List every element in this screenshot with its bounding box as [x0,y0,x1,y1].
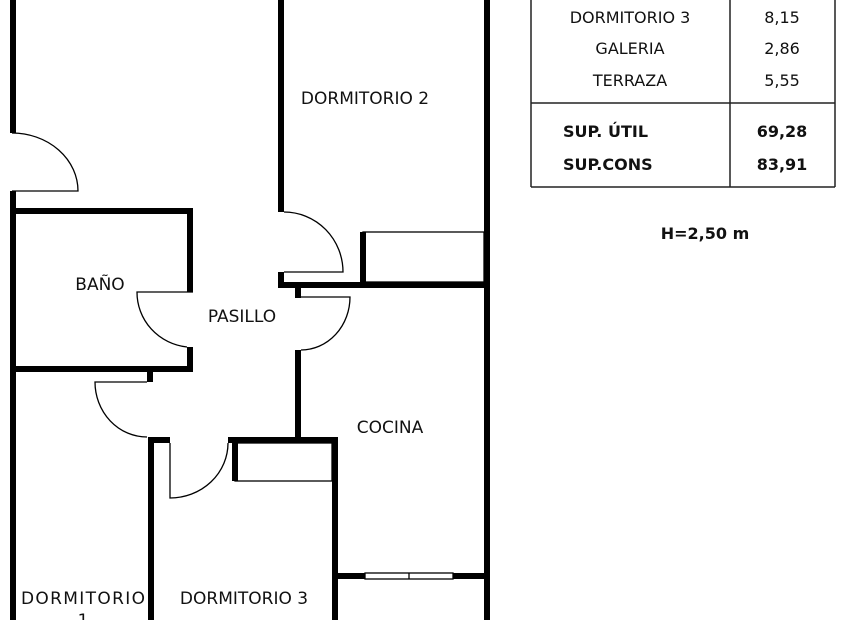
dorm1-door-stub [147,372,153,382]
ceiling-height-note: H=2,50 m [661,224,750,243]
kitchen-bottom-wall-a [338,573,365,579]
table-room: DORMITORIO 3 [570,8,691,27]
dorm3-top-wall-right [228,437,338,443]
entry-door [11,132,79,192]
kitchen-bottom-wall-b [453,573,488,579]
dorm1-door [94,381,148,438]
outer-wall-right [484,0,490,620]
dorm2-bottom-wall [278,282,488,288]
dorm3-wardrobe [234,442,333,482]
dorm2-left-wall [278,0,284,212]
table-area: 5,55 [764,71,800,90]
dorm3-left-wall [148,437,154,620]
bath-bottom-wall [16,366,193,372]
dorm3-door [169,442,229,499]
label-dormitorio-2: DORMITORIO 2 [301,89,429,109]
kitchen-left-stub [295,288,301,298]
dorm3-right-wall [332,437,338,620]
total-label: SUP. ÚTIL [563,122,648,141]
dorm2-left-stub [278,272,284,288]
label-bano: BAÑO [75,273,124,295]
table-area: 2,86 [764,39,800,58]
bath-door [136,291,193,348]
dorm2-wardrobe [362,231,485,283]
dorm3-top-wall-left [148,437,170,443]
surface-table: DORMITORIO 3 8,15 GALERIA 2,86 TERRAZA 5… [530,0,836,188]
table-room: TERRAZA [592,71,667,90]
table-room: GALERIA [595,39,664,58]
kitchen-left-wall [295,350,301,443]
dorm2-door [283,211,344,273]
outer-wall-left-bottom [10,191,16,620]
total-value: 83,91 [757,155,808,174]
label-dormitorio-1-number: 1 [78,611,89,620]
doors [11,132,351,499]
bath-right-wall-upper [187,208,193,292]
total-label: SUP.CONS [563,155,653,174]
bath-right-wall-lower [187,347,193,372]
label-dormitorio-1: DORMITORIO [21,589,145,609]
kitchen-door [300,296,351,351]
walls [10,0,490,620]
bath-top-wall [16,208,193,214]
table-area: 8,15 [764,8,800,27]
label-pasillo: PASILLO [208,307,276,327]
label-dormitorio-3: DORMITORIO 3 [180,589,308,609]
label-cocina: COCINA [357,418,424,438]
outer-wall-left-top [10,0,16,133]
total-value: 69,28 [757,122,808,141]
